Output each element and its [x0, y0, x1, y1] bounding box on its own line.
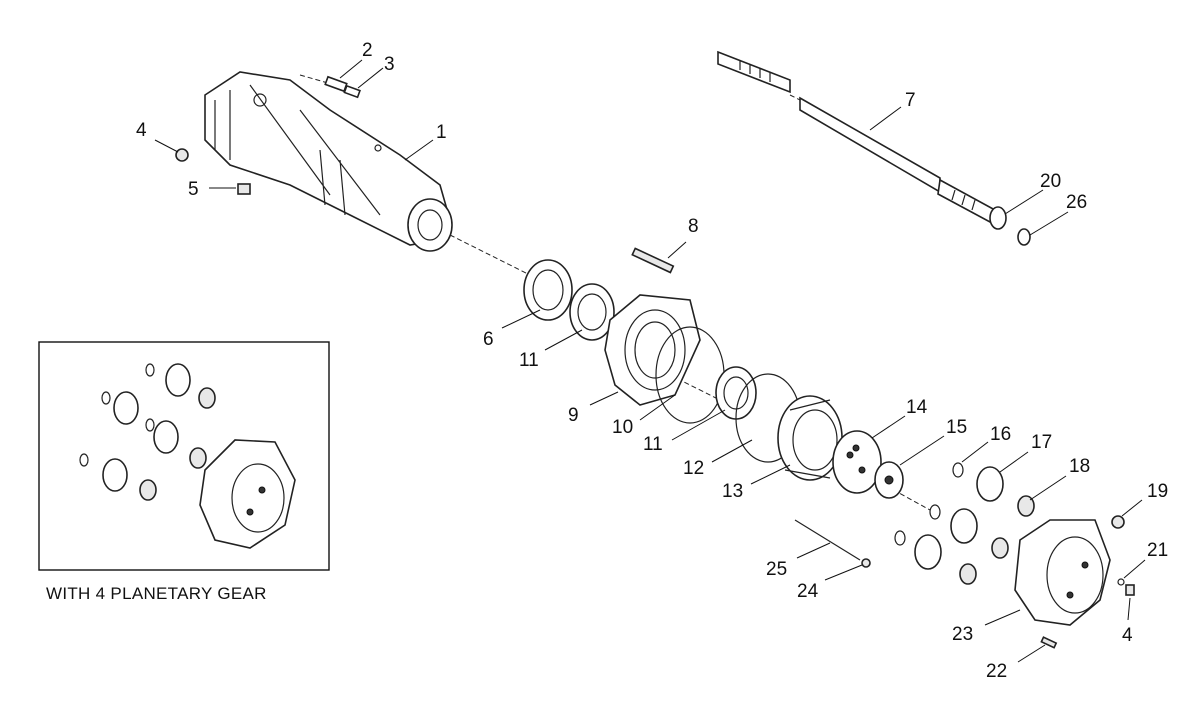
- bolt-3: [343, 84, 361, 99]
- callout-4-left: 4: [136, 120, 147, 141]
- callout-11-lower: 11: [643, 434, 663, 455]
- callout-14: 14: [906, 397, 928, 418]
- plug-19: [1111, 515, 1125, 529]
- washer-21: [1117, 578, 1125, 586]
- callout-4-right: 4: [1122, 625, 1133, 646]
- snap-ring-16: [894, 462, 964, 546]
- callout-24: 24: [797, 581, 819, 602]
- callout-12: 12: [683, 458, 704, 479]
- callout-5: 5: [188, 179, 199, 200]
- callout-7: 7: [905, 90, 916, 111]
- callout-2: 2: [362, 40, 373, 61]
- callout-8: 8: [688, 216, 699, 237]
- callout-6: 6: [483, 329, 494, 350]
- callout-9: 9: [568, 405, 579, 426]
- callout-17: 17: [1031, 432, 1052, 453]
- planet-gear-17: [914, 466, 1004, 570]
- callout-1: 1: [436, 122, 447, 143]
- axle-housing: [204, 71, 453, 252]
- callout-26: 26: [1066, 192, 1087, 213]
- snap-ring-20: [989, 206, 1007, 230]
- ring-gear-13: [777, 395, 843, 481]
- bolt-25: [794, 519, 861, 561]
- callout-3: 3: [384, 54, 395, 75]
- callout-23: 23: [952, 624, 973, 645]
- bushing-18: [959, 495, 1035, 585]
- callout-15: 15: [946, 417, 967, 438]
- drive-shaft: [717, 50, 997, 224]
- bolt-2: [324, 75, 348, 93]
- bearing-11-lower: [715, 366, 757, 420]
- inset-4-planetary-gear: WITH 4 PLANETARY GEAR: [38, 341, 330, 603]
- callout-16: 16: [990, 424, 1011, 445]
- nut-4-left: [175, 148, 189, 162]
- callout-labels: 1 2 3 4 5 6 11 7 8 9 10 11 12 13 14 15 1…: [136, 40, 1168, 682]
- bearing-11-upper: [569, 283, 615, 341]
- callout-20: 20: [1040, 171, 1061, 192]
- planetary-cover-23: [1014, 519, 1111, 626]
- planet-carrier-14: [832, 430, 882, 494]
- bolt-22: [1040, 636, 1058, 649]
- callout-22: 22: [986, 661, 1007, 682]
- callout-13: 13: [722, 481, 743, 502]
- callout-10: 10: [612, 417, 633, 438]
- plug-5: [237, 183, 251, 195]
- sun-gear-15: [874, 461, 904, 499]
- callout-19: 19: [1147, 481, 1168, 502]
- callout-18: 18: [1069, 456, 1090, 477]
- callout-21: 21: [1147, 540, 1168, 561]
- nut-24: [861, 558, 871, 568]
- inset-caption: WITH 4 PLANETARY GEAR: [46, 584, 267, 603]
- callout-11-upper: 11: [519, 350, 539, 371]
- callout-25: 25: [766, 559, 787, 580]
- oil-seal-6: [523, 259, 573, 321]
- bolt-8: [631, 247, 675, 274]
- bolt-4-right: [1125, 584, 1135, 596]
- wheel-hub-9: [604, 294, 701, 406]
- leader-lines: [154, 59, 1146, 663]
- washer-26: [1017, 228, 1031, 246]
